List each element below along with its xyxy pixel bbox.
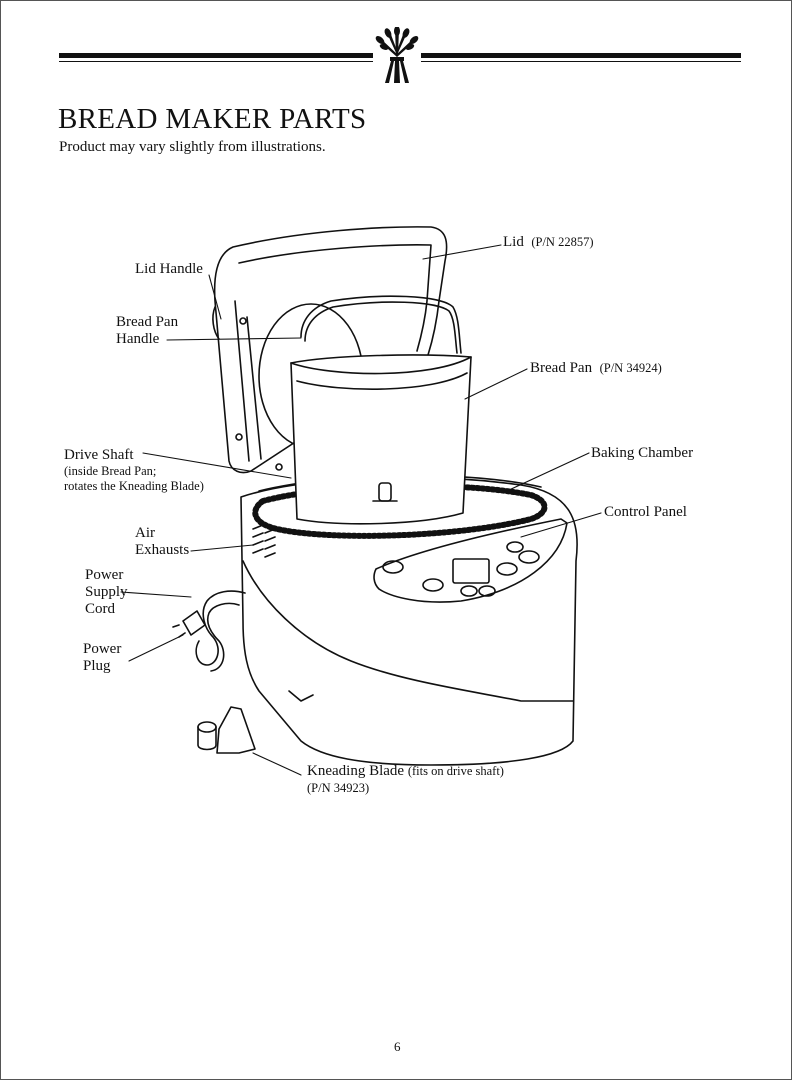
label-air-exhausts: Air Exhausts (135, 525, 190, 558)
label-drive-shaft: Drive Shaft (inside Bread Pan; rotates t… (64, 447, 204, 493)
label-lid: Lid (P/N 22857) (503, 234, 594, 250)
label-power-supply-cord: Power Supply Cord (85, 567, 128, 617)
kneading-blade-illustration (197, 706, 256, 754)
control-panel-illustration (373, 518, 568, 603)
wheat-sheaf-logo-icon (373, 26, 421, 85)
page-title: BREAD MAKER PARTS (58, 103, 367, 135)
label-bread-pan: Bread Pan (P/N 34924) (530, 360, 662, 376)
label-lid-handle: Lid Handle (135, 261, 203, 277)
label-bread-pan-handle: Bread Pan Handle (116, 314, 179, 347)
label-baking-chamber: Baking Chamber (591, 445, 694, 461)
label-kneading-blade: Kneading Blade (fits on drive shaft) (P/… (307, 763, 504, 795)
leader-lines (120, 244, 602, 776)
bread-pan-illustration (290, 295, 472, 525)
page-number: 6 (394, 1039, 401, 1054)
power-cord-illustration (172, 590, 246, 672)
page-subtitle: Product may vary slightly from illustrat… (59, 139, 326, 155)
label-power-plug: Power Plug (83, 641, 122, 674)
label-control-panel: Control Panel (604, 504, 687, 520)
